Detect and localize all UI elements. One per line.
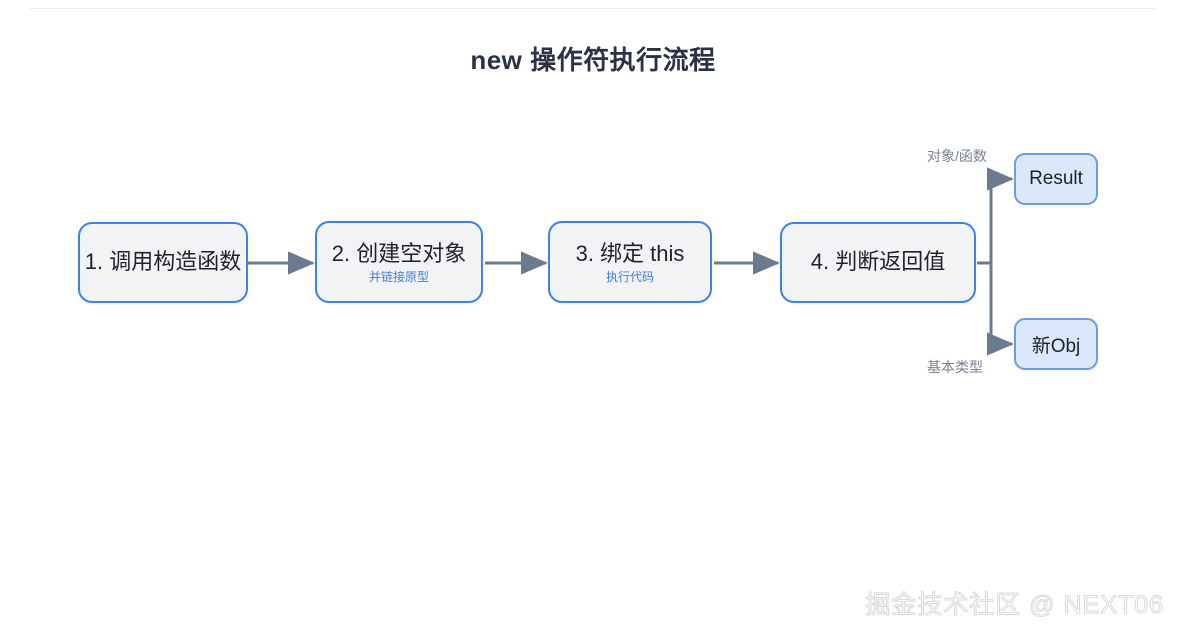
page-title: new 操作符执行流程	[470, 45, 716, 75]
step-box-1[interactable]: 1. 调用构造函数	[78, 222, 248, 303]
outcome-box-newobj[interactable]: 新Obj	[1014, 318, 1098, 370]
watermark: 掘金技术社区 @ NEXT06	[865, 591, 1164, 620]
outcome-label: Result	[1029, 168, 1083, 189]
step-sublabel: 并链接原型	[368, 269, 429, 284]
outcome-box-result[interactable]: Result	[1014, 153, 1098, 205]
step-label: 3. 绑定 this	[575, 241, 685, 267]
branch-label-object-function: 对象/函数	[927, 148, 987, 164]
top-divider	[30, 8, 1156, 9]
step-sublabel: 执行代码	[605, 269, 654, 284]
outcome-label: 新Obj	[1031, 335, 1081, 357]
step-box-3[interactable]: 3. 绑定 this 执行代码	[548, 221, 712, 303]
step-box-4[interactable]: 4. 判断返回值	[780, 222, 976, 303]
step-label: 1. 调用构造函数	[84, 249, 242, 275]
branch-label-primitive: 基本类型	[927, 359, 983, 375]
step-box-2[interactable]: 2. 创建空对象 并链接原型	[315, 221, 483, 303]
step-label: 2. 创建空对象	[331, 241, 467, 267]
step-label: 4. 判断返回值	[810, 249, 946, 275]
